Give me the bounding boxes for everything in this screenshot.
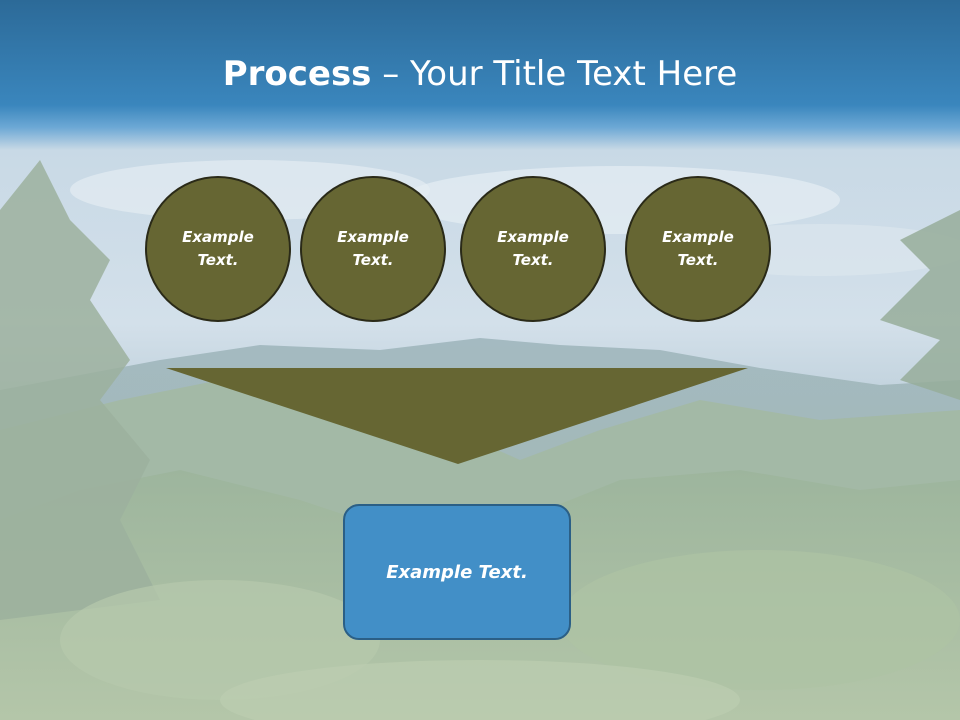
title-rest-part: – Your Title Text Here bbox=[371, 54, 738, 94]
step-label-1-line2: Text. bbox=[197, 251, 239, 269]
step-label-1-line1: Example bbox=[182, 228, 254, 246]
result-box: Example Text. bbox=[343, 504, 571, 640]
result-text: Example Text. bbox=[386, 561, 528, 583]
title-bar bbox=[0, 0, 960, 150]
step-label-4-line1: Example bbox=[662, 228, 734, 246]
step-label-2-line1: Example bbox=[337, 228, 409, 246]
slide-title: Process – Your Title Text Here bbox=[0, 52, 960, 96]
step-label-2-line2: Text. bbox=[352, 251, 394, 269]
funnel-shape bbox=[166, 368, 748, 464]
title-bold-part: Process bbox=[222, 54, 372, 94]
step-label-4-line2: Text. bbox=[677, 251, 719, 269]
step-label-3-line1: Example bbox=[497, 228, 569, 246]
step-label-3-line2: Text. bbox=[512, 251, 554, 269]
